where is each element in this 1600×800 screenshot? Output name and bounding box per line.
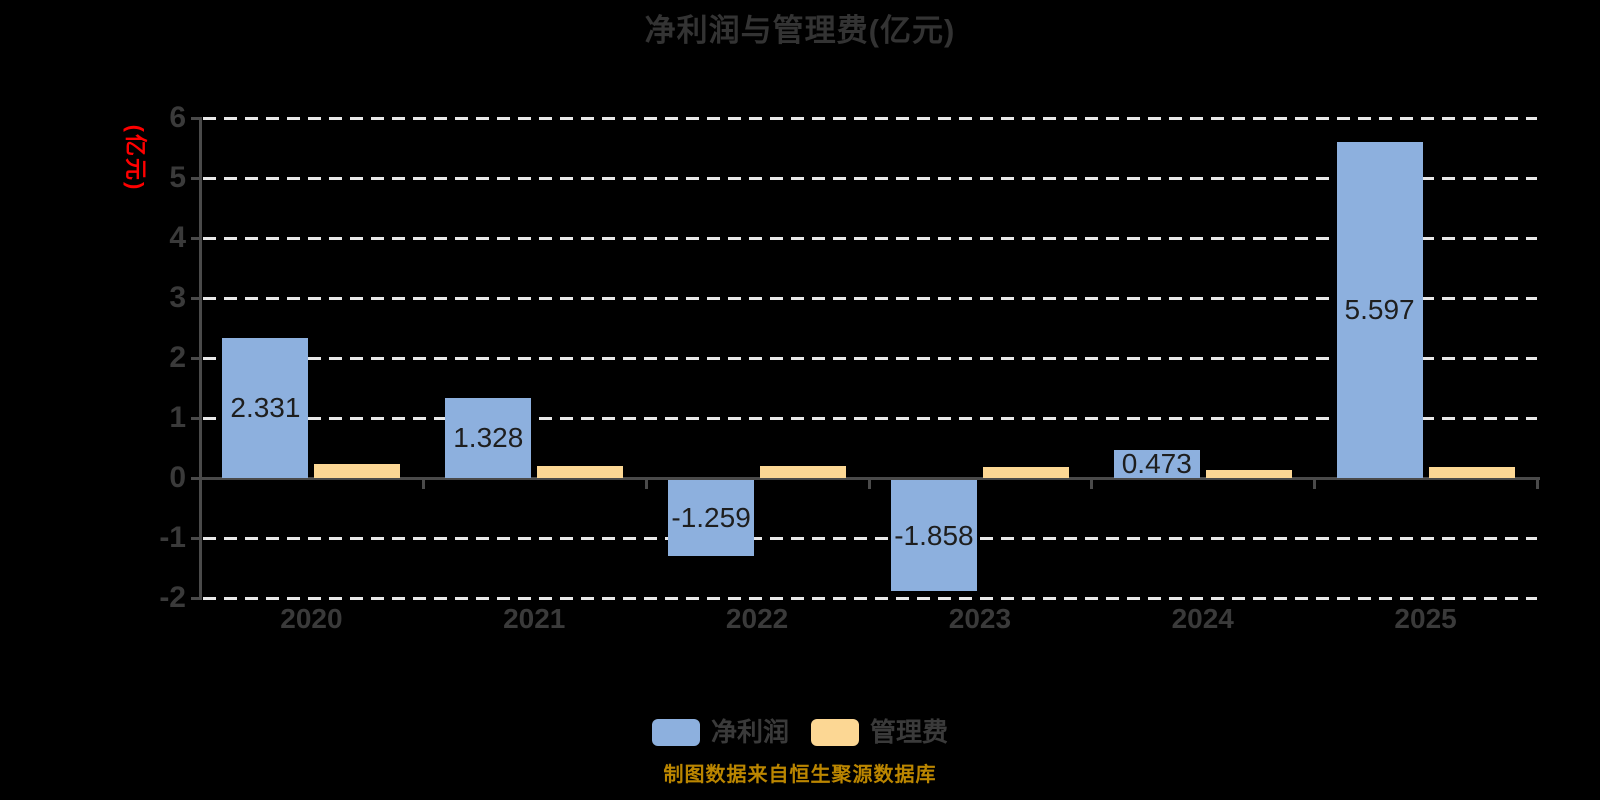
y-axis-tick-label: 0 [169,461,186,494]
legend-item-management-fee[interactable]: 管理费 [811,719,948,746]
bar-management-fee-2025[interactable] [1428,467,1515,478]
y-axis-tick-label: 4 [169,221,186,254]
data-source-note: 制图数据来自恒生聚源数据库 [663,764,937,786]
bar-management-fee-2023[interactable] [982,466,1069,478]
gridline-y4 [203,237,1537,240]
gridline-y1 [203,417,1537,420]
gridline-y-1 [203,537,1537,540]
x-axis-tick [1090,480,1094,489]
x-axis-tick [867,480,871,489]
bar-net-profit-2024[interactable] [1113,449,1200,478]
x-axis-label-2021: 2021 [503,603,566,634]
x-axis-label-2020: 2020 [280,603,343,634]
bar-value-label-2025: 5.597 [1344,294,1415,326]
x-axis-tick [421,480,425,489]
y-axis-tick-label: -2 [159,581,186,614]
y-axis-tick-label: 5 [169,161,186,194]
y-axis-tick [191,357,201,360]
x-axis-tick [1536,480,1539,489]
x-axis-tick [644,480,648,489]
chart-title: 净利润与管理费(亿元) [644,13,956,48]
gridline-y2 [203,357,1537,360]
x-axis-line [199,477,1540,480]
gridline-y-2 [203,597,1537,600]
y-axis-tick [191,117,201,120]
x-axis-label-2023: 2023 [948,603,1012,634]
bar-net-profit-2025[interactable] [1336,142,1423,478]
bar-value-label-2022: -1.259 [671,501,751,533]
y-axis-tick [191,237,201,240]
y-axis-tick [191,297,201,300]
y-axis-tick [191,537,201,540]
legend: 净利润 管理费 [0,719,1600,746]
y-axis-tick [191,477,201,480]
y-axis-line [199,117,202,600]
x-axis-label-2022: 2022 [725,603,789,634]
y-axis-tick-label: 6 [169,101,186,134]
bar-net-profit-2023[interactable] [890,480,977,592]
bar-management-fee-2021[interactable] [537,466,624,478]
y-axis-tick-label: 2 [169,341,186,374]
gridline-y3 [203,297,1537,300]
bar-value-label-2021: 1.328 [453,422,524,454]
bar-net-profit-2022[interactable] [668,480,755,556]
y-axis-tick-label: 1 [169,401,186,434]
x-axis-tick [1313,480,1317,489]
gridline-y5 [203,177,1537,180]
legend-item-net-profit[interactable]: 净利润 [651,717,789,747]
bar-management-fee-2022[interactable] [760,466,847,478]
bar-management-fee-2024[interactable] [1205,469,1292,478]
y-axis-tick [191,177,201,180]
y-axis-tick-label: 3 [169,281,186,314]
gridline-y6 [203,117,1537,120]
x-axis-label-2024: 2024 [1171,603,1234,634]
bar-net-profit-2020[interactable] [222,338,309,478]
bar-value-label-2020: 2.331 [230,392,301,424]
x-axis-label-2025: 2025 [1394,603,1457,634]
bar-net-profit-2021[interactable] [445,398,532,478]
legend-swatch-management-fee [811,719,859,746]
legend-swatch-net-profit [651,719,700,746]
y-axis-tick [191,417,201,420]
bar-value-label-2023: -1.858 [894,519,974,551]
bar-value-label-2024: 0.473 [1121,447,1192,479]
y-axis-tick [191,597,201,600]
legend-label-management-fee: 管理费 [870,717,949,747]
y-axis-tick-label: -1 [159,521,186,554]
legend-label-net-profit: 净利润 [710,717,789,747]
bar-management-fee-2020[interactable] [314,464,401,478]
